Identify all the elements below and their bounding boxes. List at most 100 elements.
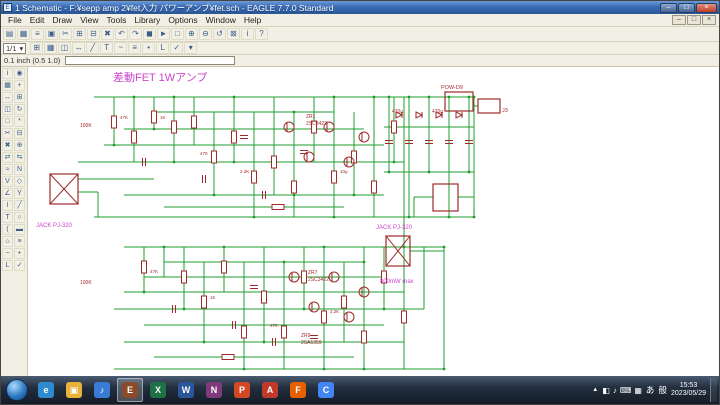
tray-clock[interactable]: 15:53 2023/05/29 [671,382,706,399]
taskbar-explorer[interactable]: ▣ [61,378,87,402]
tool-change[interactable]: * [14,116,25,127]
taskbar-ie[interactable]: e [33,378,59,402]
tool-text[interactable]: T [2,212,13,223]
bus-icon[interactable]: ≡ [128,42,141,54]
menu-item-help[interactable]: Help [240,15,265,25]
ime-input-mode[interactable]: あ [646,384,655,396]
tool-pinswap[interactable]: ⇄ [2,152,13,163]
tool-smash[interactable]: ◇ [14,176,25,187]
menu-item-tools[interactable]: Tools [102,15,130,25]
junction-icon[interactable]: • [142,42,155,54]
tool-wire[interactable]: ╱ [14,200,25,211]
undo-icon[interactable]: ↶ [115,28,128,40]
sheet-selector[interactable]: 1/1 ▾ [3,43,26,54]
export-image-icon[interactable]: ▣ [45,28,58,40]
tool-group[interactable]: □ [2,116,13,127]
minimize-button[interactable]: – [660,3,677,13]
tool-junction[interactable]: • [14,248,25,259]
show-desktop-button[interactable] [710,378,717,402]
go-icon[interactable]: ► [157,28,170,40]
net-icon[interactable]: ~ [114,42,127,54]
menu-item-view[interactable]: View [76,15,102,25]
label-icon[interactable]: L [156,42,169,54]
grid-icon[interactable]: ⊞ [30,42,43,54]
taskbar-onenote[interactable]: N [201,378,227,402]
wire-icon[interactable]: ╱ [86,42,99,54]
tool-circle[interactable]: ○ [14,212,25,223]
zoom-fit-icon[interactable]: □ [171,28,184,40]
ime-conversion-mode[interactable]: 般 [658,384,667,396]
taskbar-acrobat[interactable]: A [257,378,283,402]
taskbar-chrome[interactable]: C [313,378,339,402]
tool-add[interactable]: ⊕ [14,140,25,151]
tool-polygon[interactable]: ⌂ [2,236,13,247]
tool-name[interactable]: N [14,164,25,175]
info-icon[interactable]: i [241,28,254,40]
taskbar-firefox[interactable]: F [285,378,311,402]
taskbar-eagle[interactable]: E [117,378,143,402]
tool-label[interactable]: L [2,260,13,271]
menu-item-options[interactable]: Options [164,15,201,25]
tool-miter[interactable]: ∠ [2,188,13,199]
more-dropdown-icon[interactable]: ▾ [184,42,197,54]
menu-item-draw[interactable]: Draw [48,15,76,25]
cut-icon[interactable]: ✂ [59,28,72,40]
tool-split[interactable]: Y [14,188,25,199]
stop-icon[interactable]: ◼ [143,28,156,40]
print-icon[interactable]: ≡ [31,28,44,40]
close-button[interactable]: × [696,3,717,13]
tool-rotate[interactable]: ↻ [14,104,25,115]
child-restore-button[interactable]: □ [687,15,701,25]
layer-icon[interactable]: ▦ [44,42,57,54]
tool-rect[interactable]: ▬ [14,224,25,235]
menu-item-edit[interactable]: Edit [26,15,49,25]
move-icon[interactable]: ↔ [72,42,85,54]
tool-info[interactable]: i [2,68,13,79]
tool-arc[interactable]: ( [2,224,13,235]
tray-expand-button[interactable]: ▲ [592,387,598,393]
taskbar-excel[interactable]: X [145,378,171,402]
tool-cut[interactable]: ✂ [2,128,13,139]
tool-net[interactable]: ~ [2,248,13,259]
display-icon[interactable]: ◫ [58,42,71,54]
menu-item-file[interactable]: File [4,15,26,25]
tool-mark[interactable]: + [14,80,25,91]
erc-icon[interactable]: ✓ [170,42,183,54]
tool-gateswap[interactable]: ⇆ [14,152,25,163]
tool-move[interactable]: ↔ [2,92,13,103]
tool-paste[interactable]: ⊟ [14,128,25,139]
menu-item-window[interactable]: Window [202,15,240,25]
tool-mirror[interactable]: ◫ [2,104,13,115]
tray-icon-1[interactable]: ♪ [613,386,617,395]
tray-icon-3[interactable]: ▦ [634,386,642,395]
paste-icon[interactable]: ⊟ [87,28,100,40]
tool-erc[interactable]: ✓ [14,260,25,271]
redo-icon[interactable]: ↷ [129,28,142,40]
maximize-button[interactable]: □ [678,3,695,13]
open-icon[interactable]: ▤ [3,28,16,40]
start-button[interactable] [6,379,28,401]
child-close-button[interactable]: × [702,15,716,25]
menu-item-library[interactable]: Library [130,15,164,25]
tool-show[interactable]: ◉ [14,68,25,79]
zoom-in-icon[interactable]: ⊕ [185,28,198,40]
tool-bus[interactable]: ≡ [14,236,25,247]
taskbar-media-player[interactable]: ♪ [89,378,115,402]
tool-value[interactable]: V [2,176,13,187]
zoom-select-icon[interactable]: ⊠ [227,28,240,40]
tool-invoke[interactable]: I [2,200,13,211]
help-icon[interactable]: ? [255,28,268,40]
copy-icon[interactable]: ⊞ [73,28,86,40]
tray-icon-0[interactable]: ◧ [602,386,610,395]
tool-replace[interactable]: ≈ [2,164,13,175]
zoom-redraw-icon[interactable]: ↺ [213,28,226,40]
tool-copy[interactable]: ⊞ [14,92,25,103]
save-icon[interactable]: ▦ [17,28,30,40]
taskbar-word[interactable]: W [173,378,199,402]
text-icon[interactable]: T [100,42,113,54]
command-input[interactable] [65,56,235,65]
schematic-canvas[interactable]: 差動FET 1WアンプJACK PJ-320JACK PJ-320800mW m… [28,67,719,378]
tool-display[interactable]: ▦ [2,80,13,91]
taskbar-powerpoint[interactable]: P [229,378,255,402]
zoom-out-icon[interactable]: ⊖ [199,28,212,40]
